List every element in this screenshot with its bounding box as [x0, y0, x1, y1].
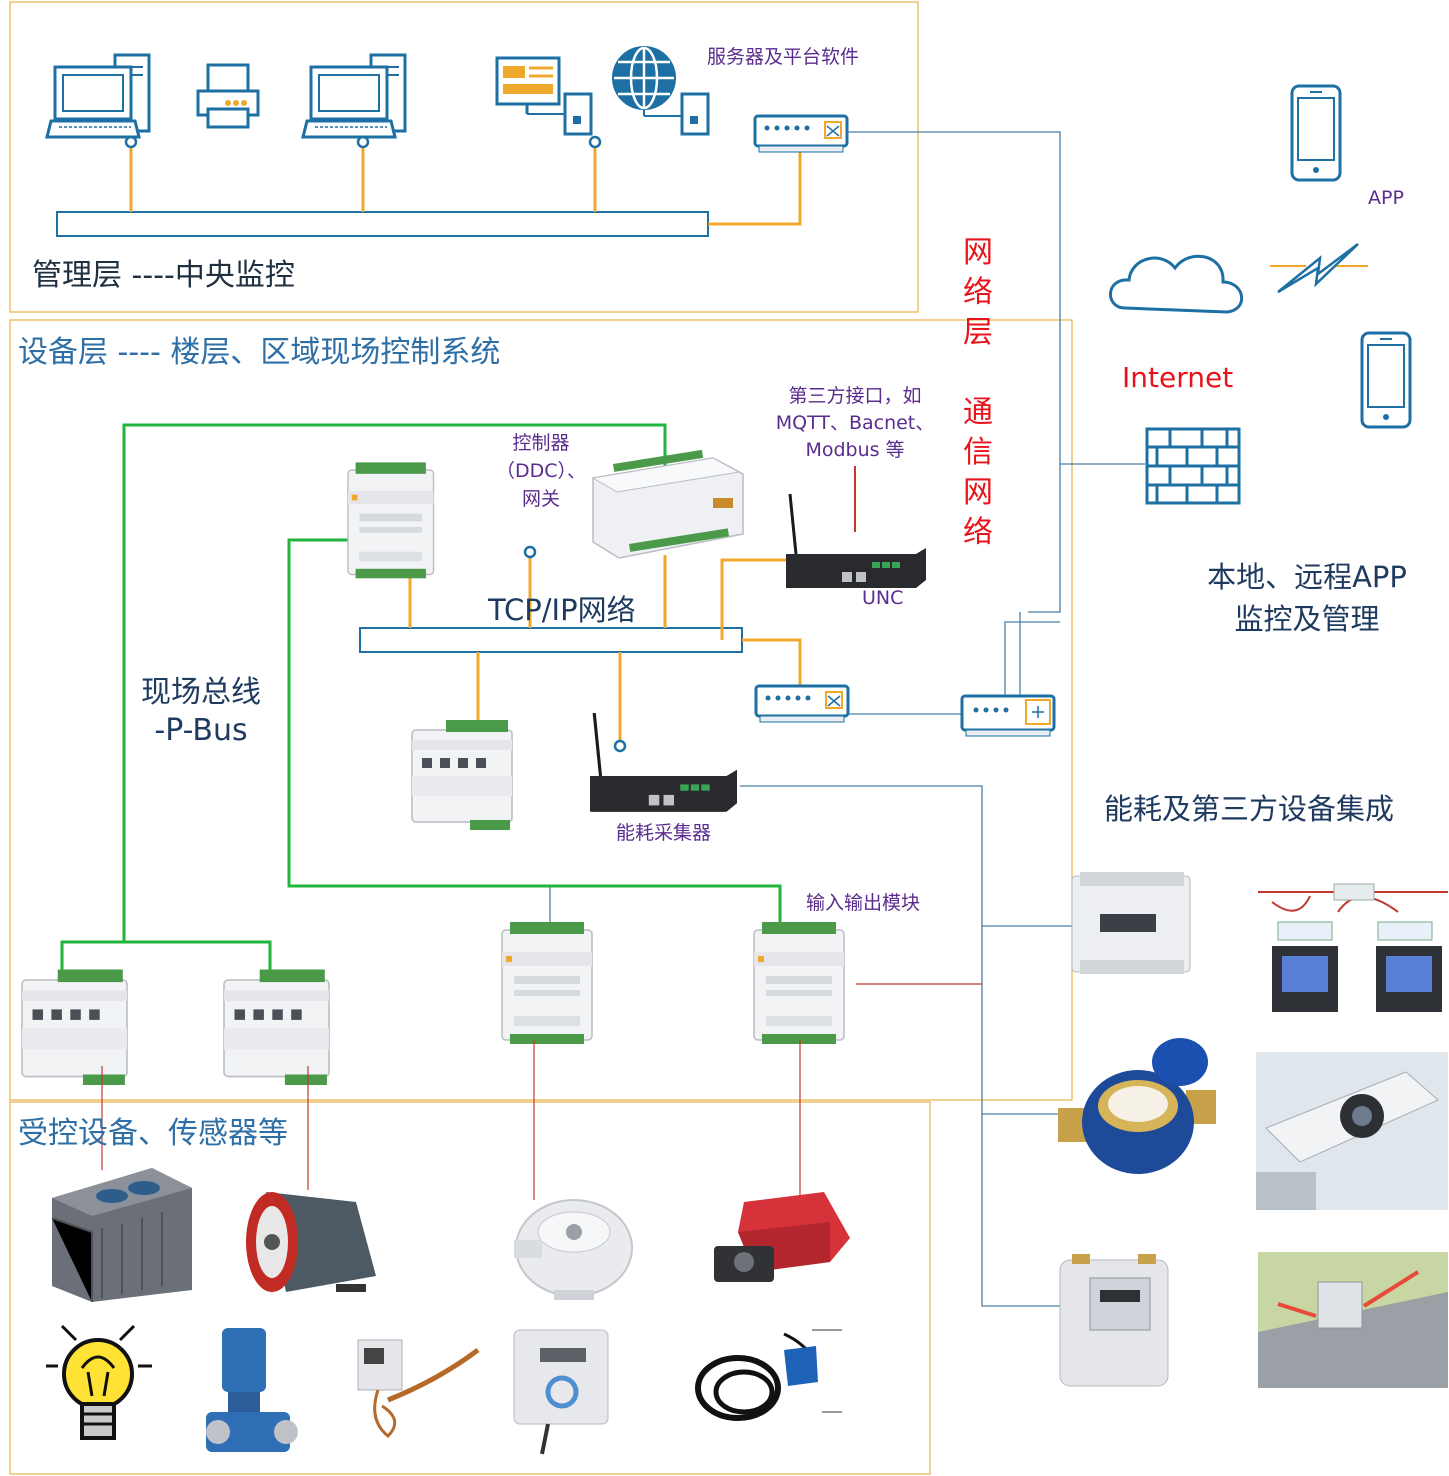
management-bus-bar	[56, 211, 709, 237]
fieldbus-line-1: 现场总线	[141, 675, 261, 710]
io-module-1	[501, 921, 593, 1045]
relay-module-left-2	[223, 968, 330, 1086]
server-software-label: 服务器及平台软件	[707, 46, 859, 68]
bus-connection-lines	[129, 142, 802, 226]
svg-text:络: 络	[963, 275, 993, 310]
router-icon	[960, 694, 1056, 737]
tcpip-bus-bar	[359, 627, 743, 653]
controlled-layer-title: 受控设备、传感器等	[18, 1116, 288, 1151]
power-monitor-image	[1258, 883, 1448, 1012]
smart-controller-top	[347, 461, 435, 580]
svg-text:信: 信	[963, 435, 993, 470]
third-party-line-1: 第三方接口，如	[788, 385, 922, 407]
controller-label: 控制器 （DDC）、 网关	[482, 429, 600, 513]
management-layer-title: 管理层 ----中央监控	[32, 258, 295, 293]
third-party-interface-label: 第三方接口，如 MQTT、Bacnet、 Modbus 等	[770, 383, 940, 464]
svg-text:层: 层	[963, 315, 993, 350]
device-layer-title: 设备层 ---- 楼层、区域现场控制系统	[18, 335, 501, 370]
io-module-label: 输入输出模块	[806, 892, 921, 914]
thermostat-switch-image	[357, 1339, 480, 1439]
relay-module-left-1	[21, 968, 128, 1086]
network-links	[549, 131, 1145, 1307]
app-label: APP	[1368, 187, 1404, 209]
management-switch-icon	[753, 114, 849, 154]
energy-integration-label: 能耗及第三方设备集成	[1104, 792, 1395, 826]
float-level-switch-image	[692, 1322, 846, 1434]
gas-meter-image	[1059, 1254, 1169, 1387]
water-pump-image	[206, 1328, 298, 1452]
cloud-icon	[1109, 254, 1244, 314]
wireless-signal-icon	[1270, 243, 1368, 294]
network-layer-label: 网 络 层 通 信 网 络	[963, 235, 993, 550]
controller-line-3: 网关	[521, 488, 560, 510]
management-layer-box	[9, 1, 919, 313]
unc-label: UNC	[862, 587, 904, 609]
pressure-switch-image	[514, 1199, 633, 1300]
io-relay-module-mid	[411, 719, 513, 831]
svg-text:络: 络	[963, 515, 993, 550]
bus-nodes	[124, 135, 602, 149]
workstation-icon-2	[301, 53, 407, 139]
axial-fan-image	[246, 1192, 376, 1292]
sensor-box-image	[513, 1329, 609, 1455]
printer-icon	[196, 63, 260, 129]
fieldbus-label: 现场总线 -P-Bus	[128, 674, 274, 750]
controller-line-1: 控制器	[512, 432, 570, 454]
security-camera-image	[1256, 1052, 1448, 1210]
fieldbus-line-2: -P-Bus	[154, 713, 248, 748]
remote-app-line-2: 监控及管理	[1234, 602, 1380, 636]
svg-text:网: 网	[963, 235, 993, 270]
app-phone-icon-1	[1290, 84, 1342, 182]
ddc-controller-device	[591, 449, 744, 559]
third-party-line-2: MQTT、Bacnet、	[775, 412, 935, 434]
fieldbus-lines	[60, 423, 782, 978]
firewall-icon	[1145, 427, 1241, 505]
controlled-layer-box	[9, 1101, 931, 1475]
workstation-icon-1	[45, 53, 151, 139]
device-switch-icon	[754, 684, 850, 724]
internet-label: Internet	[1122, 361, 1233, 394]
signal-lines	[101, 983, 982, 1200]
energy-collector-device	[588, 711, 739, 814]
energy-meter-image	[1071, 872, 1191, 974]
server-dashboard-icon	[495, 56, 593, 136]
remote-app-label: 本地、远程APP 监控及管理	[1190, 556, 1424, 640]
parking-gate-image	[1258, 1252, 1448, 1388]
energy-collector-label: 能耗采集器	[616, 822, 712, 844]
cooling-tower-image	[51, 1168, 192, 1302]
svg-text:通: 通	[963, 395, 993, 430]
light-bulb-image	[46, 1324, 152, 1462]
svg-text:网: 网	[963, 475, 993, 510]
io-module-2	[753, 921, 845, 1045]
device-layer-box	[9, 319, 1073, 1101]
tcpip-connection-lines	[408, 552, 802, 744]
third-party-line-3: Modbus 等	[805, 439, 905, 461]
remote-app-line-1: 本地、远程APP	[1207, 560, 1407, 594]
globe-server-icon	[612, 46, 710, 136]
app-phone-icon-2	[1360, 331, 1412, 429]
water-meter-image	[1058, 1038, 1216, 1174]
tcpip-network-label: TCP/IP网络	[488, 593, 636, 627]
damper-actuator-image	[714, 1192, 850, 1282]
controller-line-2: （DDC）、	[495, 460, 587, 482]
tcpip-nodes	[523, 545, 627, 753]
